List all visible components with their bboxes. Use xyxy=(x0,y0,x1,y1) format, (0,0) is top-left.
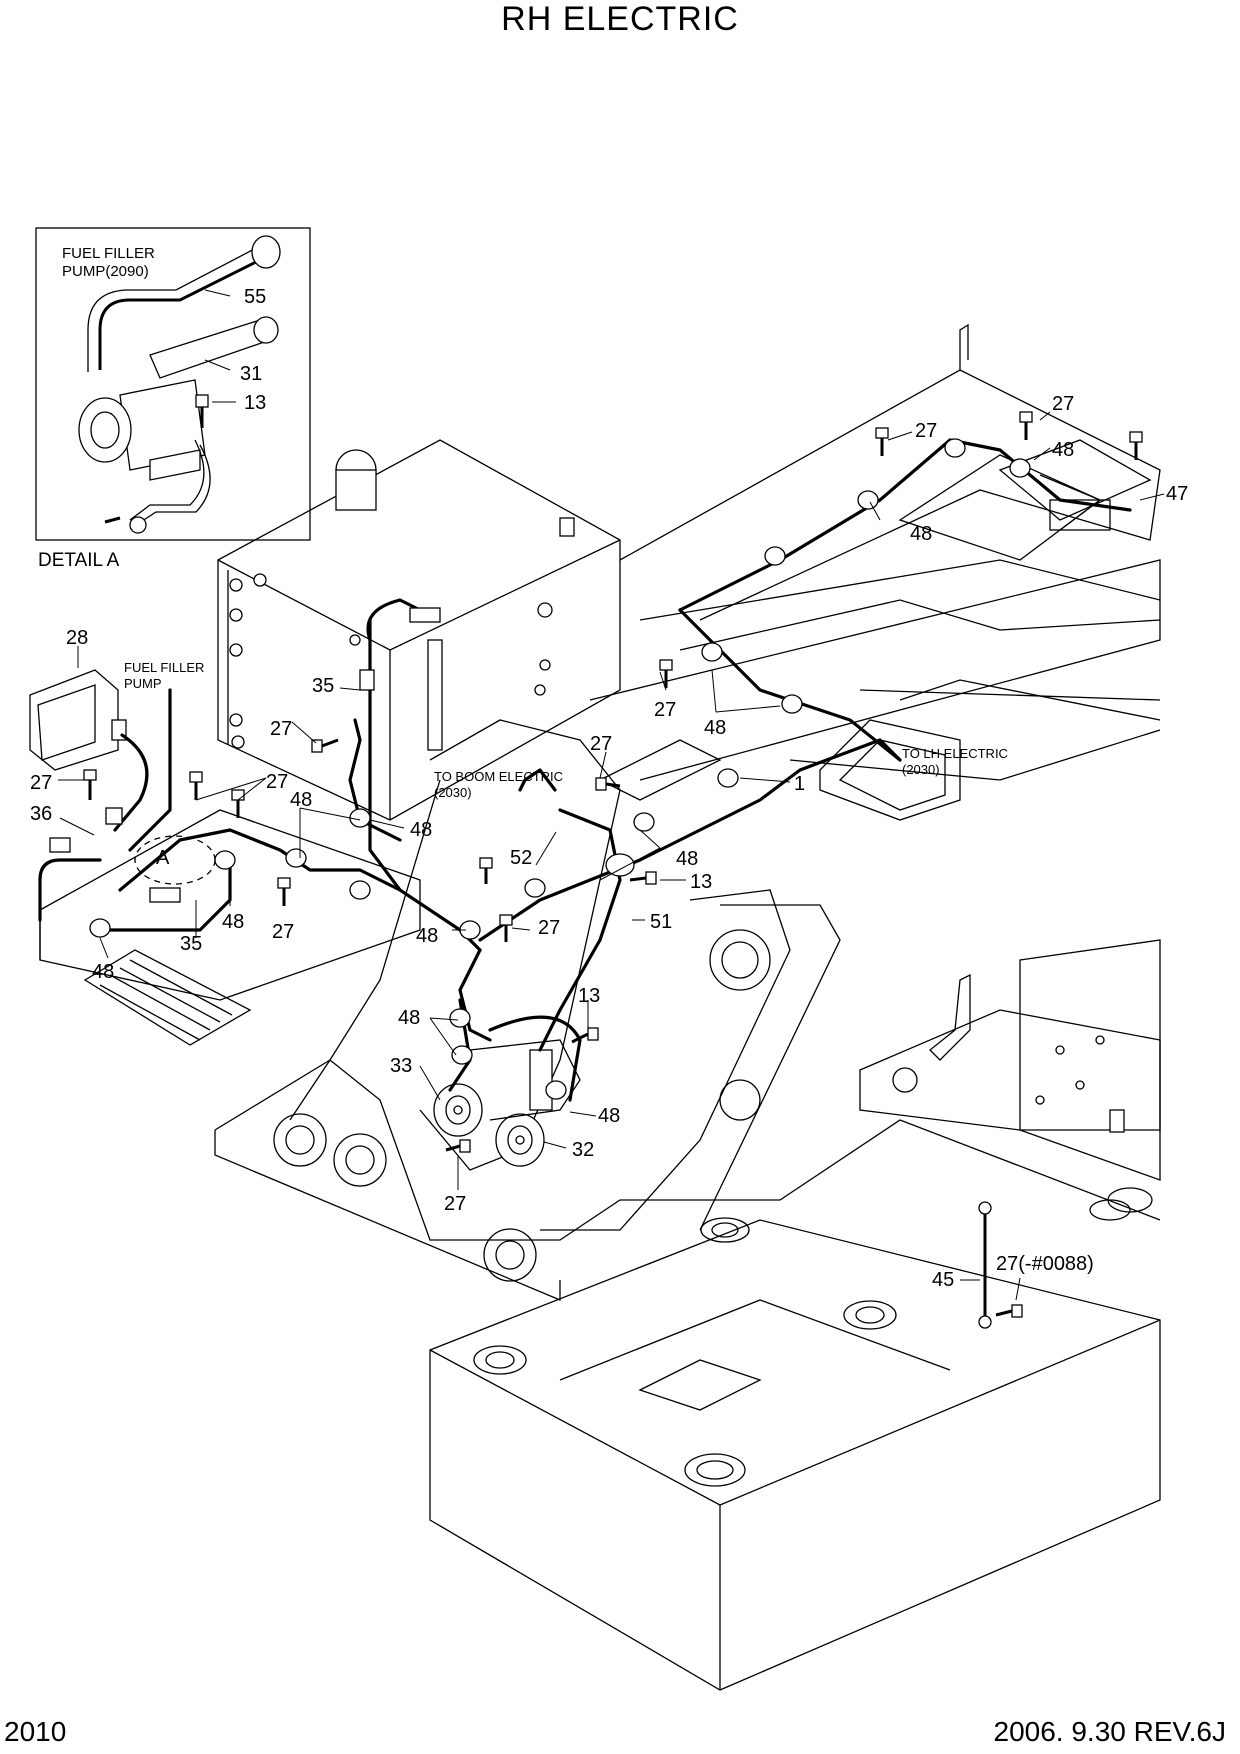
callout-48: 48 xyxy=(676,848,698,870)
page-number: 2010 xyxy=(4,1716,67,1747)
callout-48: 48 xyxy=(290,789,312,811)
callout-27: 27 xyxy=(272,921,294,943)
callout-48: 48 xyxy=(704,717,726,739)
callout-27: 27 xyxy=(30,772,52,794)
callout-48: 48 xyxy=(416,925,438,947)
revision-date: 2006. 9.30 REV.6J xyxy=(993,1716,1226,1747)
callout-28: 28 xyxy=(66,627,88,649)
callout-48: 48 xyxy=(910,523,932,545)
detail-a-marker-circle xyxy=(134,835,216,885)
callout-27: 27 xyxy=(266,771,288,793)
detail-heading-line2: PUMP(2090) xyxy=(62,263,149,280)
horn-32 xyxy=(495,1113,545,1167)
callout-13: 13 xyxy=(690,871,712,893)
detail-heading-line1: FUEL FILLER xyxy=(62,245,155,262)
fuel-filler-pump-label-2: PUMP xyxy=(124,676,162,691)
leader-lines xyxy=(58,411,1165,1301)
callout-27: 27 xyxy=(538,917,560,939)
callout-27: 27 xyxy=(1052,393,1074,415)
callout-27: 27 xyxy=(590,733,612,755)
detail-callout-31: 31 xyxy=(240,363,262,385)
to-boom-electric-label-2: (2030) xyxy=(434,785,472,800)
callout-51: 51 xyxy=(650,911,672,933)
horn-33 xyxy=(433,1083,483,1137)
callout-48: 48 xyxy=(1052,439,1074,461)
to-lh-electric-label-1: TO LH ELECTRIC xyxy=(902,746,1008,761)
fuel-pump-drawing xyxy=(78,235,281,534)
detail-a-frame xyxy=(35,227,311,541)
to-lh-electric-label-2: (2030) xyxy=(902,762,940,777)
callout-27-0088: 27(-#0088) xyxy=(996,1253,1094,1275)
callout-48: 48 xyxy=(410,819,432,841)
callout-48: 48 xyxy=(92,961,114,983)
base-plate xyxy=(429,1219,1161,1691)
callout-1: 1 xyxy=(794,773,805,795)
detail-a-marker: A xyxy=(156,847,170,869)
callout-36: 36 xyxy=(30,803,52,825)
fuel-filler-pump-label-1: FUEL FILLER xyxy=(124,660,204,675)
callout-35: 35 xyxy=(312,675,334,697)
bolts xyxy=(83,411,1143,1318)
callout-27: 27 xyxy=(915,420,937,442)
callout-13: 13 xyxy=(578,985,600,1007)
detail-caption: DETAIL A xyxy=(38,550,120,571)
clamps xyxy=(49,438,1111,1100)
strap-45 xyxy=(978,1201,992,1329)
callout-52: 52 xyxy=(510,847,532,869)
page-title: RH ELECTRIC xyxy=(501,0,739,38)
callout-numbers: 28 36 27 27 48 35 48 27 48 27 35 48 27 4… xyxy=(30,393,1188,1291)
callout-45: 45 xyxy=(932,1269,954,1291)
callout-33: 33 xyxy=(390,1055,412,1077)
detail-callout-55: 55 xyxy=(244,286,266,308)
detail-callout-13: 13 xyxy=(244,392,266,414)
detail-a-panel: FUEL FILLER PUMP(2090) 55 31 xyxy=(35,227,311,571)
work-lamp xyxy=(29,669,149,832)
callout-47: 47 xyxy=(1166,483,1188,505)
callout-27: 27 xyxy=(270,718,292,740)
to-boom-electric-label-1: TO BOOM ELECTRIC xyxy=(434,769,563,784)
callout-35: 35 xyxy=(180,933,202,955)
callout-27: 27 xyxy=(654,699,676,721)
callout-48: 48 xyxy=(222,911,244,933)
step-plate xyxy=(83,949,252,1046)
callout-32: 32 xyxy=(572,1139,594,1161)
callout-48: 48 xyxy=(598,1105,620,1127)
horn-bracket xyxy=(469,1039,581,1121)
upper-frame-structure xyxy=(39,323,1161,1691)
fuel-tank-outline xyxy=(217,439,621,821)
callout-48: 48 xyxy=(398,1007,420,1029)
callout-27: 27 xyxy=(444,1193,466,1215)
